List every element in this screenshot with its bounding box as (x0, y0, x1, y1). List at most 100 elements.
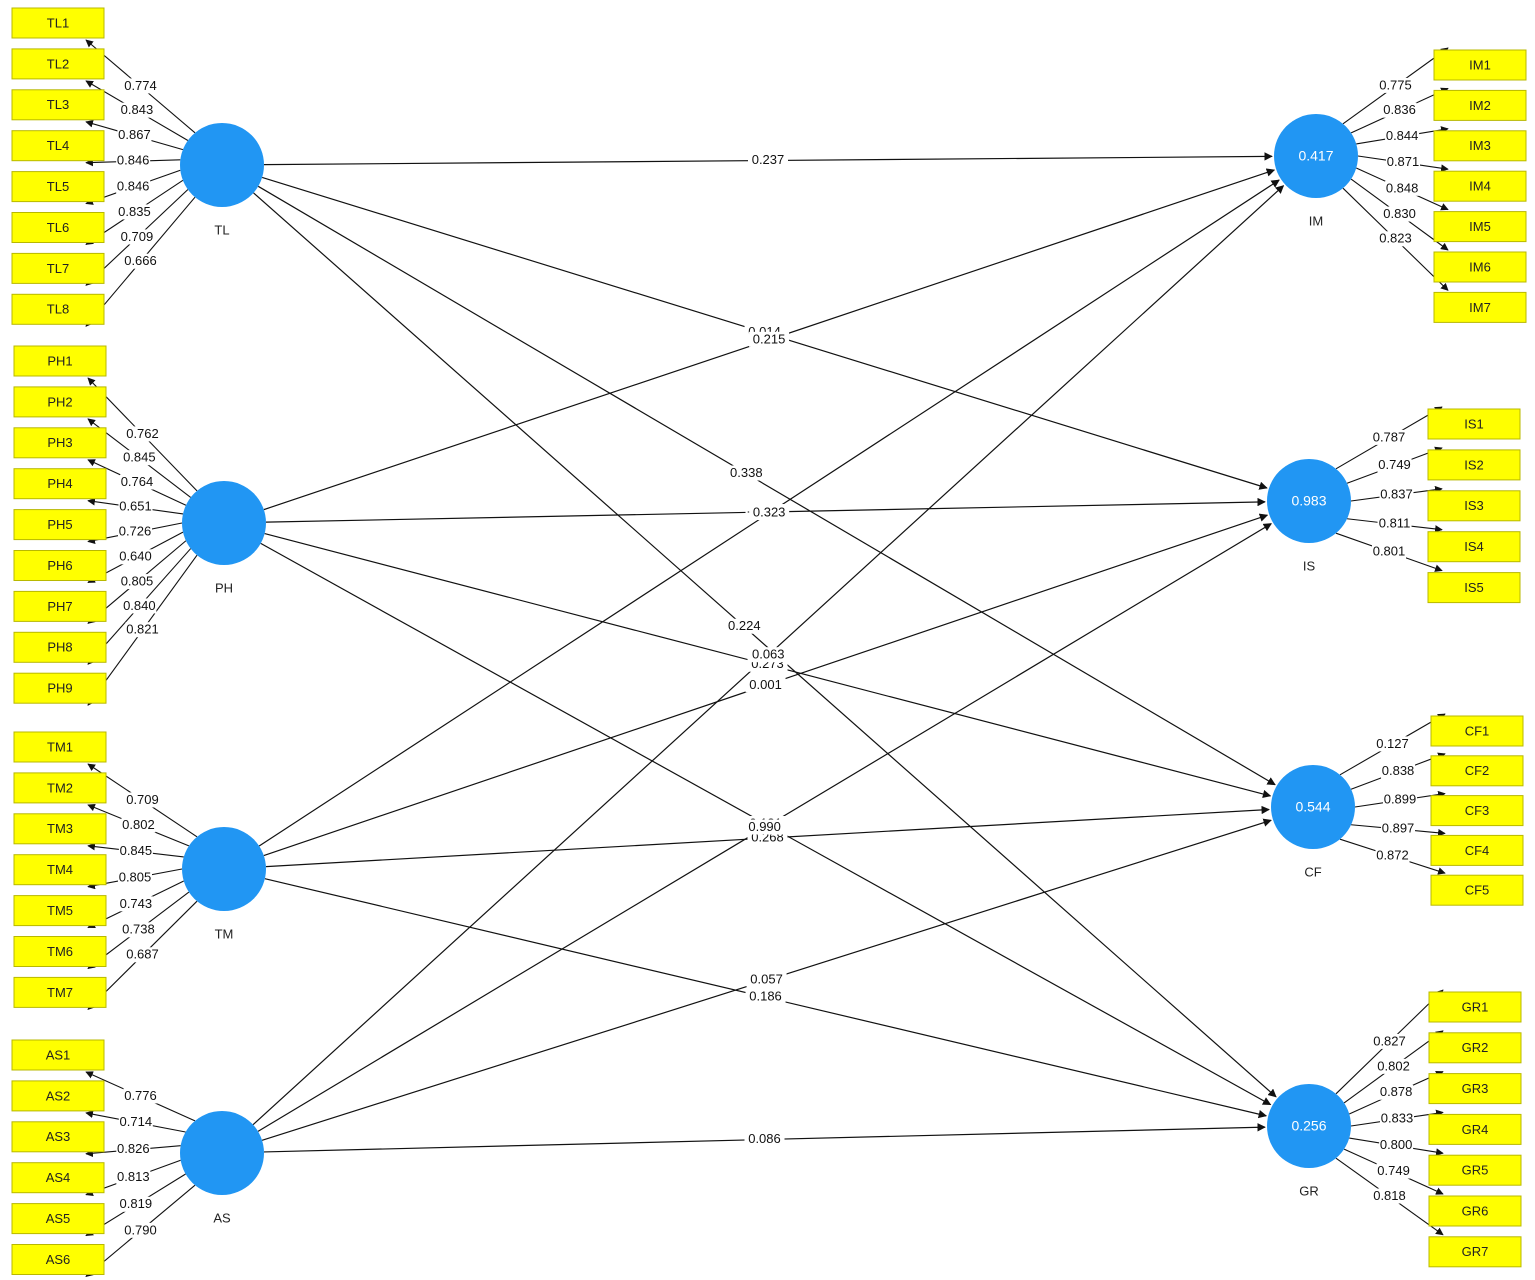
indicator-label: TL4 (47, 138, 69, 153)
construct-circle (1274, 114, 1358, 198)
path-coefficient-text: 0.001 (749, 677, 782, 692)
loading-value-text: 0.823 (1379, 231, 1412, 246)
loading-value-text: 0.802 (1377, 1058, 1410, 1073)
indicator-rect (11, 252, 105, 284)
loading-value: 0.836 (1382, 102, 1417, 118)
indicator-label: PH8 (47, 640, 72, 655)
loading-value: 0.867 (117, 127, 152, 143)
loading-value-bg (1377, 457, 1412, 473)
loading-value-text: 0.714 (120, 1114, 153, 1129)
loading-value-bg (1371, 543, 1406, 559)
indicator-rect (13, 550, 107, 581)
loading-value-bg (1375, 736, 1410, 752)
indicator-box: TM3 (13, 813, 107, 845)
indicator-label: IS4 (1464, 539, 1484, 554)
loading-value-text: 0.843 (121, 102, 154, 117)
indicator-label: IS2 (1464, 457, 1484, 472)
indicator-label: TL8 (47, 302, 69, 317)
path-coefficient-bg (745, 677, 786, 693)
loading-value-bg (116, 178, 151, 194)
indicator-rect (1428, 991, 1522, 1023)
path-coefficient-text: 0.338 (730, 465, 763, 480)
loading-value-text: 0.899 (1384, 792, 1417, 807)
indicator-box: TL5 (11, 171, 105, 203)
loading-value: 0.846 (116, 178, 151, 194)
loading-value-bg (119, 229, 154, 245)
indicator-label: IS5 (1464, 580, 1484, 595)
loading-value-text: 0.838 (1382, 763, 1415, 778)
indicator-rect (11, 293, 105, 325)
indicator-label: IM4 (1469, 179, 1491, 194)
construct-name: TM (215, 926, 234, 941)
loading-value-bg (1372, 1033, 1407, 1049)
loading-value-bg (1379, 486, 1414, 502)
indicator-box: IS2 (1427, 449, 1521, 481)
indicator-label: IS1 (1464, 416, 1484, 431)
loading-value-bg (117, 127, 152, 143)
path-coefficient: 0.338 (726, 465, 767, 481)
indicator-rect (1427, 449, 1521, 481)
loading-value-bg (1376, 1058, 1411, 1074)
loading-value-bg (125, 426, 160, 442)
indicator-rect (11, 48, 105, 80)
loading-value-bg (1378, 231, 1413, 247)
indicator-box: PH7 (13, 590, 107, 622)
path-coefficient: 0.215 (749, 331, 790, 347)
indicators: TL1TL2TL3TL4TL5TL6TL7TL8PH1PH2PH3PH4PH5P… (11, 7, 1527, 1275)
indicator-label: TM7 (47, 985, 73, 1000)
loading-value: 0.819 (118, 1196, 153, 1212)
loading-value: 0.764 (119, 474, 154, 490)
indicator-label: IM1 (1469, 57, 1491, 72)
loading-value-bg (119, 102, 154, 118)
indicator-rect (13, 386, 107, 418)
path-coefficient-bg (726, 465, 767, 481)
indicator-label: TL3 (47, 97, 69, 112)
loading-value: 0.709 (125, 792, 160, 808)
indicator-box: IM1 (1433, 49, 1527, 81)
loading-value: 0.787 (1371, 429, 1406, 445)
indicator-label: AS2 (46, 1088, 71, 1103)
construct-name: IS (1303, 558, 1316, 573)
indicator-rect (1430, 755, 1524, 787)
indicator-rect (1428, 1113, 1522, 1145)
loading-value: 0.845 (118, 843, 153, 859)
path-coefficient: 0.990 (744, 819, 785, 835)
construct-circle (1267, 459, 1351, 543)
construct-circle (182, 481, 266, 565)
indicator-label: TL1 (47, 15, 69, 30)
loading-value: 0.844 (1385, 128, 1420, 144)
path-coefficient: 0.086 (744, 1131, 785, 1147)
loading-value-bg (1376, 1163, 1411, 1179)
indicator-label: IS3 (1464, 498, 1484, 513)
indicator-rect (1430, 874, 1524, 906)
loading-value-text: 0.872 (1376, 848, 1409, 863)
loading-value-text: 0.790 (124, 1222, 157, 1237)
indicator-rect (11, 7, 105, 39)
loading-value: 0.833 (1380, 1111, 1414, 1127)
indicator-box: TM5 (13, 895, 107, 927)
loading-value-bg (122, 598, 157, 614)
indicator-box: PH8 (13, 631, 107, 663)
indicator-box: PH9 (13, 672, 107, 704)
loading-value: 0.666 (123, 253, 158, 269)
path-coefficient-text: 0.215 (753, 331, 786, 346)
indicator-label: GR7 (1462, 1244, 1489, 1259)
loading-value-text: 0.775 (1379, 77, 1412, 92)
indicator-box: TL4 (11, 130, 105, 162)
indicator-label: GR5 (1462, 1163, 1489, 1178)
indicator-rect (1428, 1236, 1522, 1268)
indicator-box: IM7 (1433, 291, 1527, 323)
indicator-label: TM1 (47, 739, 73, 754)
indicator-label: IM3 (1469, 138, 1491, 153)
path-coefficient-text: 0.990 (748, 819, 781, 834)
path-coefficient-text: 0.063 (752, 647, 785, 662)
indicator-label: GR2 (1462, 1040, 1489, 1055)
indicator-rect (1428, 1073, 1522, 1105)
indicator-label: GR4 (1462, 1122, 1489, 1137)
indicator-box: IS4 (1427, 531, 1521, 563)
path-coefficient-text: 0.323 (753, 504, 786, 519)
loading-value-bg (1382, 102, 1417, 118)
indicator-rect (11, 171, 105, 203)
